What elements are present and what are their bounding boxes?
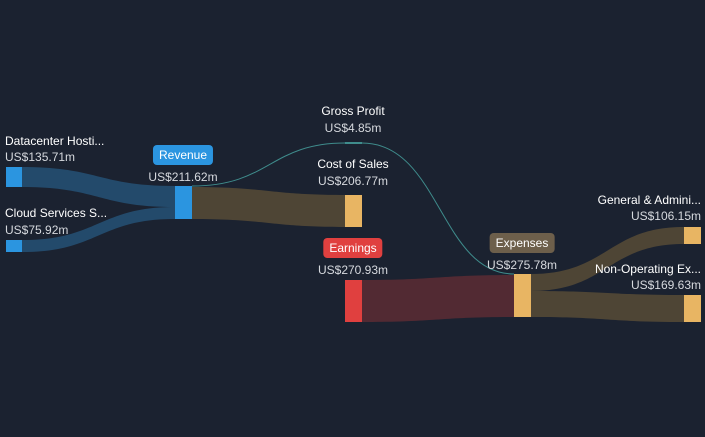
link-cloud-revenue: [22, 207, 175, 252]
revenue-badge: Revenue: [152, 145, 214, 165]
cloud-value: US$75.92m: [5, 223, 69, 237]
node-earnings: [345, 280, 362, 322]
link-datacenter-revenue: [22, 167, 175, 207]
link-revenue-cost: [192, 187, 345, 227]
node-cloud: [6, 240, 22, 252]
node-cost-of-sales: [345, 195, 362, 227]
link-earnings-expenses: [362, 275, 514, 322]
link-revenue-gross-profit: [191, 142, 346, 187]
node-datacenter: [6, 167, 22, 187]
earnings-badge: Earnings: [323, 238, 383, 258]
earnings-value: US$270.93m: [317, 263, 389, 277]
node-revenue: [175, 186, 192, 219]
gross-profit-label: Gross Profit: [321, 104, 385, 118]
link-expenses-general-admin: [531, 227, 684, 291]
cost-of-sales-value: US$206.77m: [317, 174, 389, 188]
node-general-admin: [684, 227, 701, 244]
expenses-value: US$275.78m: [486, 258, 558, 272]
non-operating-value: US$169.63m: [630, 278, 701, 292]
link-gross-profit-expenses: [361, 142, 515, 275]
datacenter-label: Datacenter Hosti...: [5, 134, 105, 148]
datacenter-value: US$135.71m: [5, 150, 76, 164]
non-operating-label: Non-Operating Ex...: [594, 262, 701, 276]
node-expenses: [514, 274, 531, 317]
cost-of-sales-label: Cost of Sales: [317, 157, 389, 171]
gross-profit-value: US$4.85m: [324, 121, 382, 135]
node-non-operating: [684, 295, 701, 322]
general-admin-label: General & Admini...: [597, 193, 701, 207]
link-expenses-non-operating: [531, 291, 684, 322]
node-gross-profit: [345, 142, 362, 144]
expenses-badge: Expenses: [489, 233, 555, 253]
general-admin-value: US$106.15m: [630, 209, 701, 223]
cloud-label: Cloud Services S...: [5, 206, 108, 220]
revenue-value: US$211.62m: [148, 170, 218, 184]
